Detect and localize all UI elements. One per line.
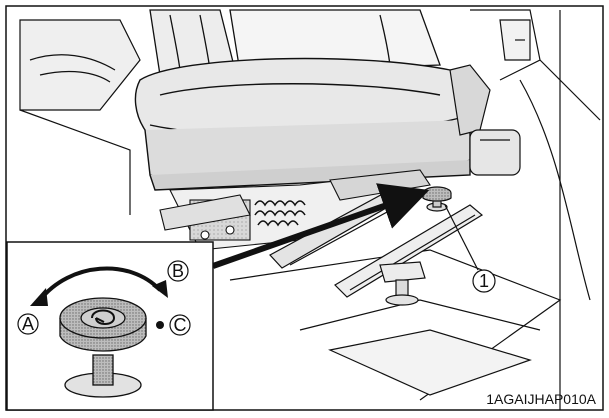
seat-cushion [134,57,475,191]
cabin-background [19,9,601,410]
rotation-arc [38,266,162,302]
callout-c: C [156,314,191,336]
figure-code: 1AGAIJHAP010A [486,391,596,407]
adjuster-knob-detail [59,297,147,398]
adjuster-knob-installed [422,186,452,212]
callout-1: 1 [444,204,496,293]
arrow-a-head [30,288,48,306]
detail-inset: A B C [6,241,214,411]
callout-a-label: A [22,314,34,334]
seat-belt-buckle [449,64,521,176]
callout-a: A [17,313,39,335]
arrow-b-head [152,280,168,298]
pointer-arrow [212,183,430,269]
callout-c-label: C [174,315,187,335]
seat-backrest [149,9,441,76]
callout-1-label: 1 [479,271,489,291]
callout-b: B [167,260,189,282]
position-dot [156,321,164,329]
callout-b-label: B [172,261,184,281]
spring-coils [254,200,306,227]
lever-handle [379,261,426,306]
